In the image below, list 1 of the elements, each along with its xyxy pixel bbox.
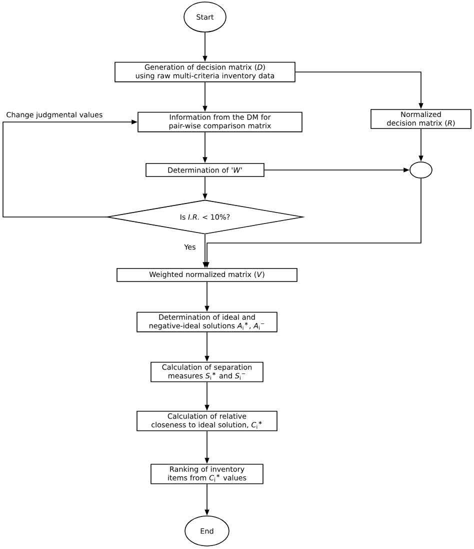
- junction-circle: [410, 162, 432, 178]
